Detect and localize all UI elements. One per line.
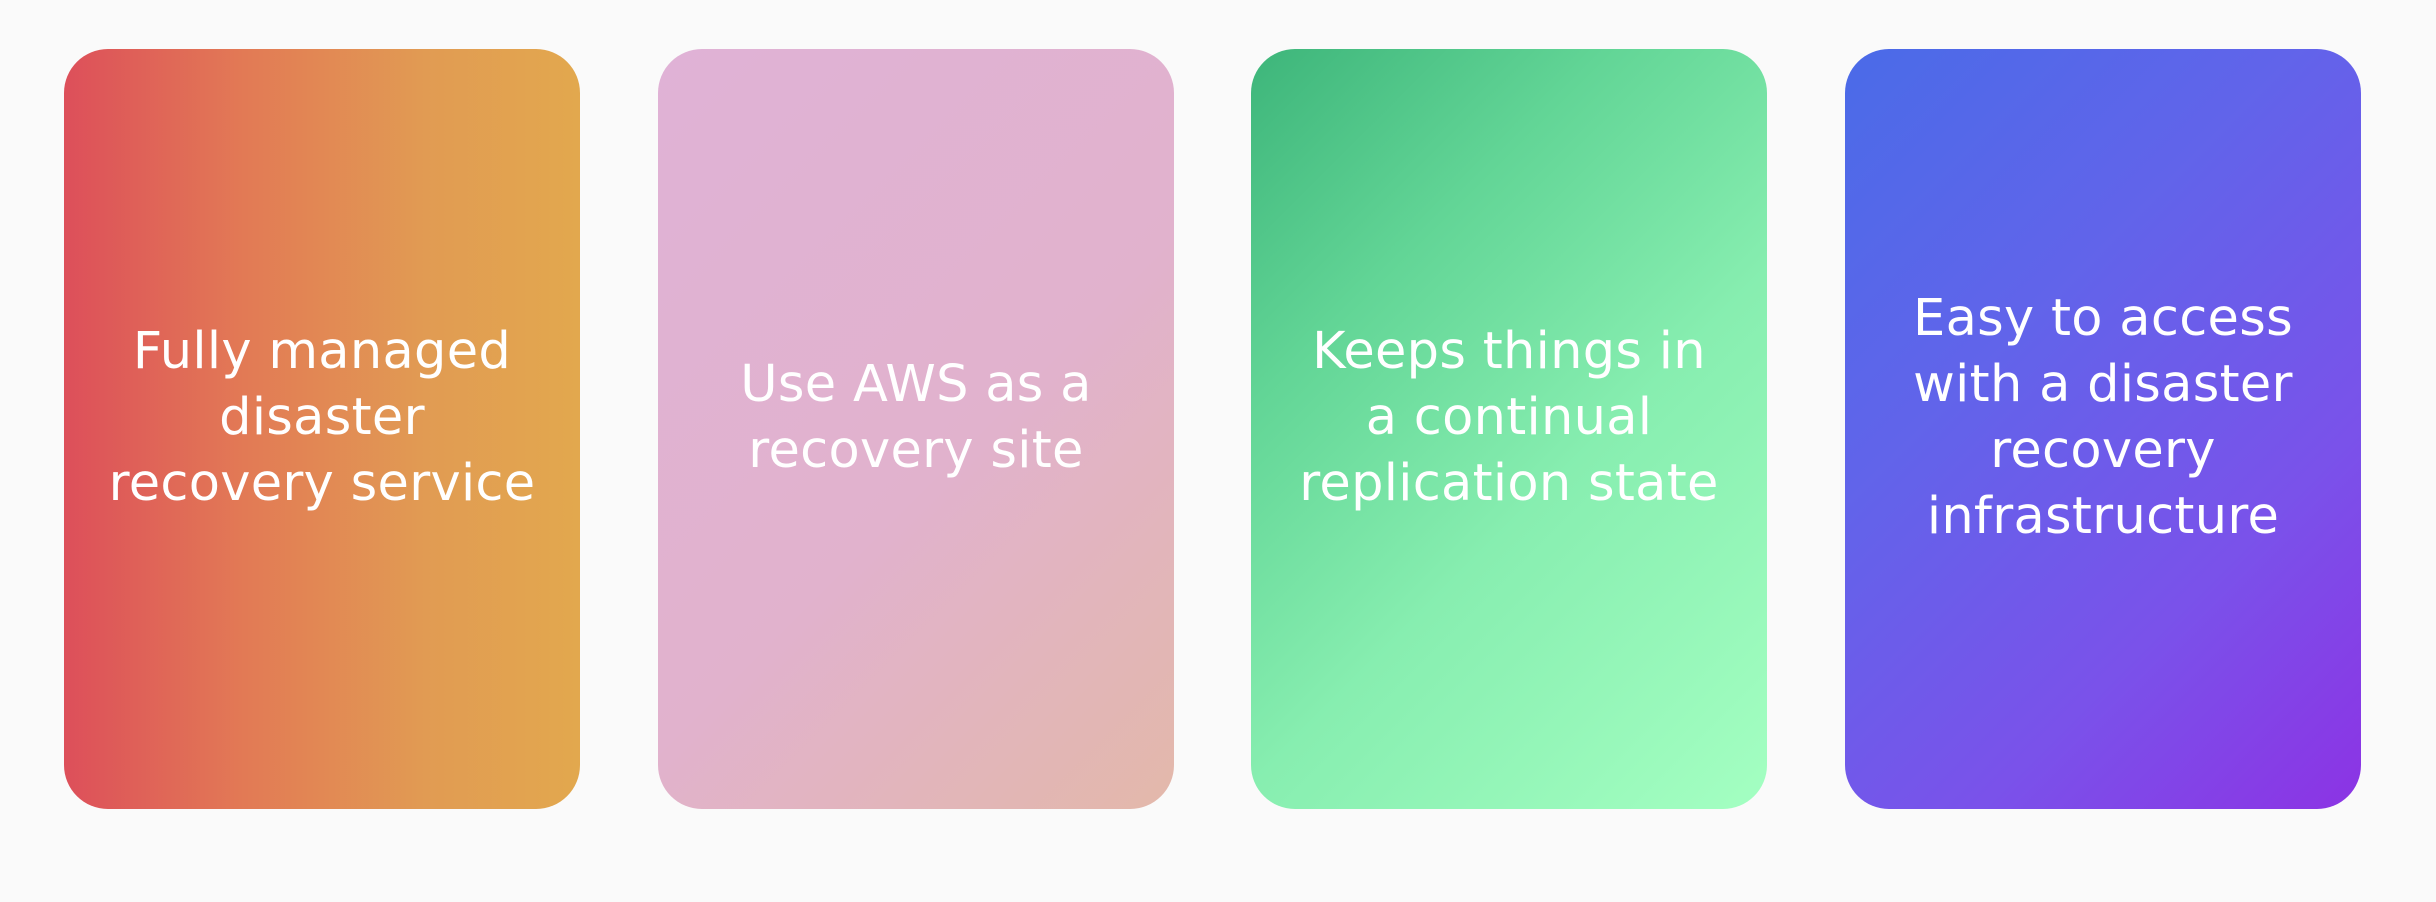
- feature-card-text: Fully managed disaster recovery service: [108, 322, 536, 513]
- feature-card-text: Use AWS as a recovery site: [740, 355, 1092, 480]
- feature-card-managed-service: Fully managed disaster recovery service: [64, 49, 580, 809]
- feature-card-easy-access: Easy to access with a disaster recovery …: [1845, 49, 2361, 809]
- feature-card-recovery-site: Use AWS as a recovery site: [658, 49, 1174, 809]
- feature-card-text: Easy to access with a disaster recovery …: [1913, 289, 2293, 546]
- feature-card-text: Keeps things in a continual replication …: [1299, 322, 1719, 513]
- feature-card-replication: Keeps things in a continual replication …: [1251, 49, 1767, 809]
